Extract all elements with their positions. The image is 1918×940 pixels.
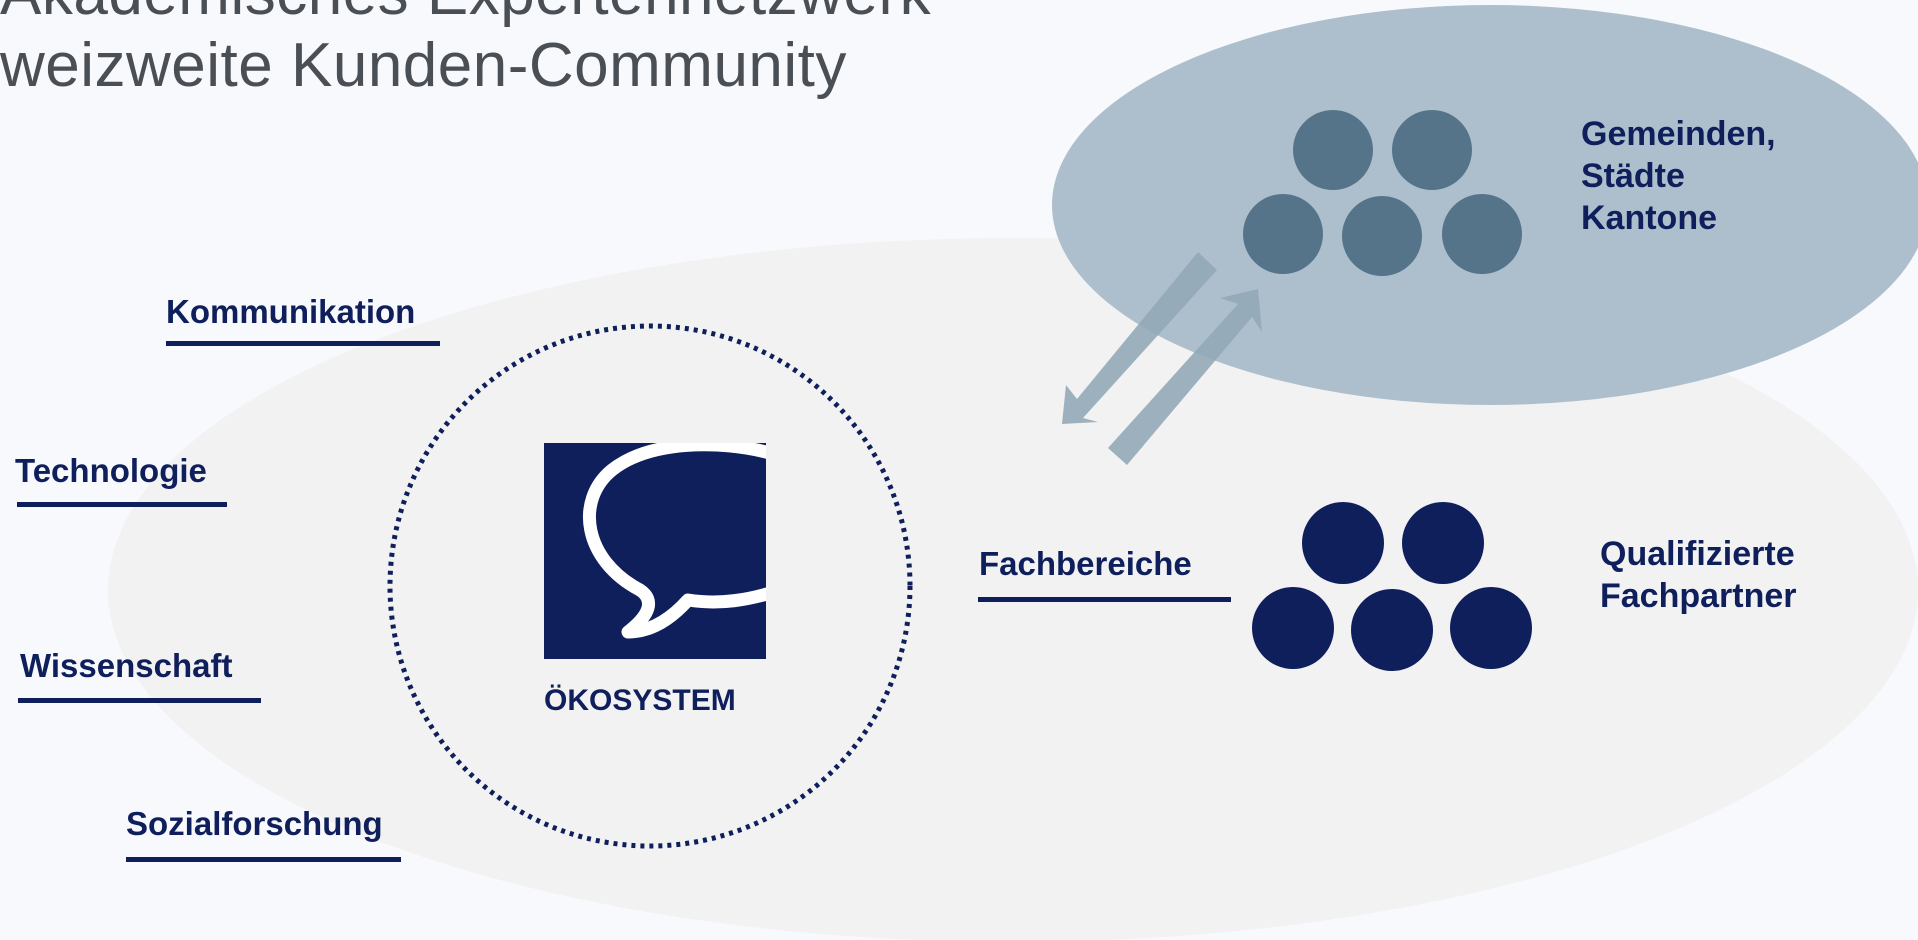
government-dots bbox=[1243, 110, 1522, 276]
topic-wissenschaft: Wissenschaft bbox=[20, 647, 233, 684]
government-dot bbox=[1392, 110, 1472, 190]
government-label-line: Kantone bbox=[1581, 199, 1717, 237]
government-label-line: Städte bbox=[1581, 157, 1685, 195]
ecosystem-background bbox=[108, 238, 1918, 940]
partner-dot bbox=[1450, 587, 1532, 669]
ecosystem-dotted-circle bbox=[387, 323, 913, 849]
partner-dot bbox=[1252, 587, 1334, 669]
topic-fachbereiche: Fachbereiche bbox=[979, 545, 1192, 582]
topic-underline bbox=[18, 698, 261, 703]
partners-label: Qualifizierte Fachpartner bbox=[1600, 533, 1797, 617]
topic-underline bbox=[126, 857, 401, 862]
topic-kommunikation: Kommunikation bbox=[166, 293, 416, 330]
arrow-up-right bbox=[1108, 289, 1262, 465]
topic-underline bbox=[166, 341, 440, 346]
partner-dots bbox=[1252, 502, 1532, 671]
partner-dot bbox=[1402, 502, 1484, 584]
arrow-down-left bbox=[1062, 252, 1217, 424]
partners-label-line: Qualifizierte bbox=[1600, 535, 1795, 573]
speech-bubble-icon bbox=[544, 443, 766, 659]
government-label-line: Gemeinden, bbox=[1581, 115, 1776, 153]
topic-technologie: Technologie bbox=[15, 452, 207, 489]
government-dot bbox=[1342, 196, 1422, 276]
topic-underline bbox=[978, 597, 1231, 602]
government-dot bbox=[1293, 110, 1373, 190]
exchange-arrows bbox=[1062, 252, 1262, 465]
topic-sozialforschung: Sozialforschung bbox=[126, 805, 383, 842]
government-dot bbox=[1243, 194, 1323, 274]
title-line-1: Akademisches Expertennetzwerk bbox=[0, 0, 931, 29]
government-label: Gemeinden, Städte Kantone bbox=[1581, 113, 1776, 239]
topic-underline bbox=[17, 502, 227, 507]
partner-dot bbox=[1302, 502, 1384, 584]
partner-dot bbox=[1351, 589, 1433, 671]
partners-label-line: Fachpartner bbox=[1600, 577, 1797, 615]
ecosystem-label: ÖKOSYSTEM bbox=[544, 684, 736, 717]
title-line-2: weizweite Kunden-Community bbox=[0, 31, 847, 100]
government-dot bbox=[1442, 194, 1522, 274]
